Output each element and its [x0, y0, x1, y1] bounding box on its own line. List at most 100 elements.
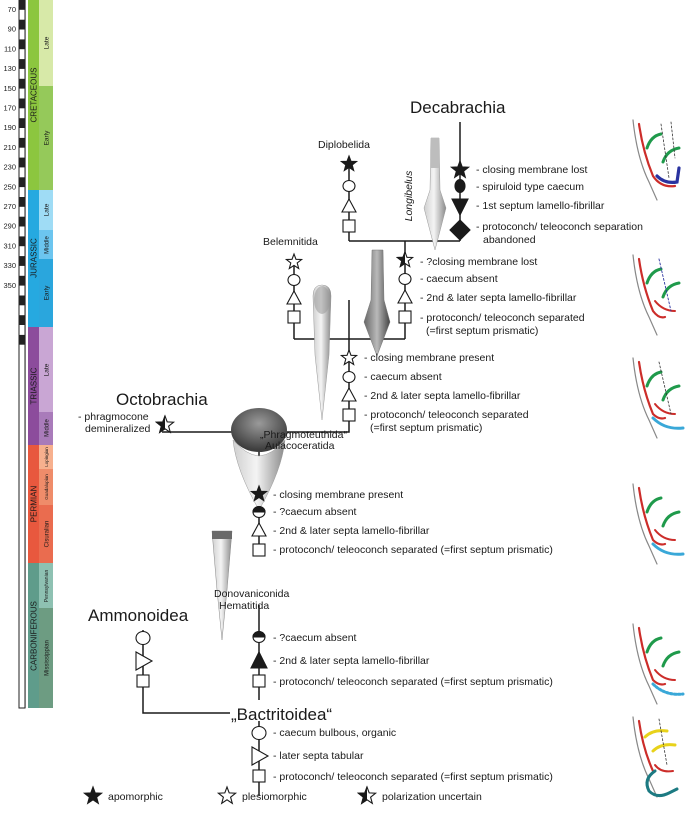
character-symbols [135, 154, 471, 783]
tick-label: 190 [3, 123, 16, 132]
octobrachia-trait: - phragmocone [78, 411, 149, 423]
longibelus-trait: - protoconch/ teleoconch separated [420, 312, 585, 324]
aulacoceratida-trait: - ?caecum absent [273, 506, 357, 518]
period-label: CRETACEOUS [30, 68, 39, 123]
period-label: JURASSIC [30, 238, 39, 278]
group-aulacoceratida: Aulacoceratida [265, 440, 335, 452]
open-triangle-icon [286, 289, 302, 305]
legend: apomorphic plesiomorphic polarization un… [82, 785, 482, 805]
decabrachia-trait: - protoconch/ teleoconch separation [476, 221, 643, 233]
tick-label: 210 [3, 143, 16, 152]
half-ellipse-icon [252, 505, 266, 519]
open-triangle-icon [341, 197, 357, 213]
scale-block [19, 39, 25, 50]
period-jurassic: JURASSIC Late Middle Early [28, 190, 53, 327]
longibelus-section-sketch [632, 254, 681, 336]
tick-label: 110 [4, 44, 16, 53]
epoch-band [39, 563, 53, 608]
group-labels: Decabrachia Octobrachia Ammonoidea „Bact… [88, 98, 506, 724]
scale-block [19, 216, 25, 227]
branch-ammonoidea [142, 630, 230, 714]
open-square-icon [252, 543, 266, 557]
epoch-band [39, 190, 53, 230]
open-triangle-icon [251, 521, 267, 537]
open-triangle-icon [251, 746, 270, 766]
scale-block [19, 78, 25, 89]
epoch-band [39, 412, 53, 445]
open-circle-icon [398, 272, 412, 286]
period-label: PERMIAN [30, 486, 39, 523]
group-octobrachia: Octobrachia [116, 390, 208, 409]
scale-block [19, 256, 25, 266]
phragmoteuthida-trait: - caecum absent [364, 371, 442, 383]
period-cretaceous: CRETACEOUS Late Early [28, 0, 53, 190]
scale-block [19, 0, 25, 10]
legend-apomorphic: apomorphic [108, 791, 163, 803]
open-square-icon [398, 310, 412, 324]
period-triassic: TRIASSIC Late Middle [28, 327, 53, 445]
scale-block [19, 236, 25, 247]
open-star-icon [339, 348, 359, 366]
longibelus-trait: (=first septum prismatic) [426, 325, 538, 337]
group-phragmoteuthida: „Phragmoteuthida“ [260, 429, 347, 441]
open-circle-icon [251, 725, 267, 741]
open-circle-icon [342, 370, 356, 384]
trait-lists: - phragmocone demineralized - closing me… [78, 164, 643, 783]
group-belemnitida: Belemnitida [263, 236, 318, 248]
belemnite-phragmocone-icon [363, 249, 391, 357]
longibelus-trait: - caecum absent [420, 273, 498, 285]
period-band [28, 190, 39, 327]
open-square-icon [287, 310, 301, 324]
open-star-icon [216, 785, 238, 805]
tick-label: 70 [8, 5, 16, 14]
epoch-band [39, 505, 53, 563]
filled-star-icon [339, 154, 359, 172]
epoch-label: Late [44, 203, 51, 216]
period-label: TRIASSIC [30, 367, 39, 404]
open-square-icon [136, 674, 150, 688]
half-star-icon [154, 414, 176, 434]
donovaniconida-trait: - protoconch/ teleoconch separated (=fir… [273, 676, 553, 688]
scale-block [19, 19, 25, 30]
tick-label: 310 [3, 241, 16, 250]
donovaniconida-trait: - 2nd & later septa lamello-fibrillar [273, 655, 430, 667]
scale-block [19, 137, 25, 148]
aulacoceratida-trait: - closing membrane present [273, 489, 403, 501]
aulacoceratida-trait: - protoconch/ teleoconch separated (=fir… [273, 544, 553, 556]
group-hematitida: Hematitida [219, 600, 269, 612]
tick-label: 150 [3, 84, 16, 93]
filled-ellipse-icon [454, 178, 466, 194]
scale-block [19, 334, 25, 345]
decabrachia-trait: abandoned [483, 234, 536, 246]
phylogeny-tree [142, 122, 461, 796]
longibelus-trait: - ?closing membrane lost [420, 256, 537, 268]
phragmoteuthida-trait: - closing membrane present [364, 352, 494, 364]
legend-plesiomorphic: plesiomorphic [242, 791, 307, 803]
donovaniconida-section-sketch [632, 623, 685, 705]
period-band [28, 327, 39, 445]
epoch-label: Pennsylvanian [44, 570, 50, 603]
open-triangle-icon [135, 651, 154, 671]
branch-phragmoteuthida [275, 300, 350, 433]
half-star-icon [395, 250, 415, 268]
scale-block [19, 59, 25, 69]
epoch-band [39, 469, 53, 505]
period-band [28, 0, 39, 190]
open-square-icon [252, 769, 266, 783]
group-longibelus: Longibelus [403, 170, 415, 222]
group-diplobelida: Diplobelida [318, 139, 370, 151]
tick-label: 350 [3, 281, 16, 290]
open-square-icon [342, 219, 356, 233]
decabrachia-trait: - spiruloid type caecum [476, 181, 584, 193]
group-bactritoidea: „Bactritoidea“ [231, 705, 332, 724]
epoch-band [39, 327, 53, 412]
scale-block [19, 118, 25, 128]
period-label: CARBONIFEROUS [30, 601, 39, 671]
tick-label: 330 [3, 261, 16, 270]
period-permian: PERMIAN Lopingian Guadalupian Cisuralian [28, 445, 53, 563]
phragmoteuthida-trait: - protoconch/ teleoconch separated [364, 409, 529, 421]
epoch-label: Guadalupian [44, 474, 49, 500]
decabrachia-trait: - 1st septum lamello-fibrillar [476, 200, 605, 212]
period-band [28, 445, 39, 563]
